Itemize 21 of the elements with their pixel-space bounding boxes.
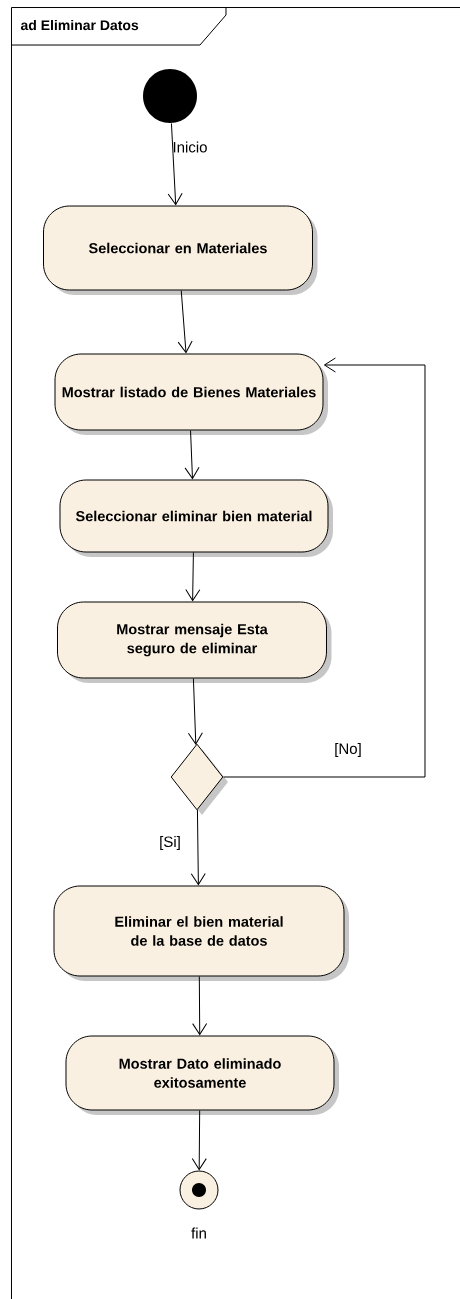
edge-label: [Si] bbox=[158, 835, 182, 851]
frame-title-tab: ad Eliminar Datos bbox=[10, 6, 227, 46]
arrow bbox=[192, 976, 208, 1036]
action-box: Seleccionar eliminar bien material bbox=[59, 479, 333, 557]
arrow bbox=[184, 430, 200, 480]
arrow bbox=[167, 123, 183, 206]
arrow bbox=[223, 357, 426, 778]
node-caption: fin bbox=[190, 1226, 208, 1240]
arrow bbox=[187, 678, 203, 745]
action-box: Eliminar el bien material de la base de datos bbox=[53, 885, 349, 981]
edge-label: [No] bbox=[333, 742, 363, 758]
decision-diamond bbox=[170, 743, 228, 815]
action-box: Mostrar mensaje Esta seguro de eliminar bbox=[57, 601, 332, 683]
action-box: Seleccionar en Materiales bbox=[43, 205, 318, 295]
arrow bbox=[185, 552, 201, 602]
action-box: Mostrar listado de Bienes Materiales bbox=[54, 353, 328, 435]
arrow bbox=[191, 1110, 207, 1171]
action-box: Mostrar Dato eliminado exitosamente bbox=[65, 1035, 339, 1115]
node-caption: Inicio bbox=[171, 140, 209, 154]
arrow bbox=[177, 290, 193, 354]
arrow bbox=[190, 809, 206, 886]
